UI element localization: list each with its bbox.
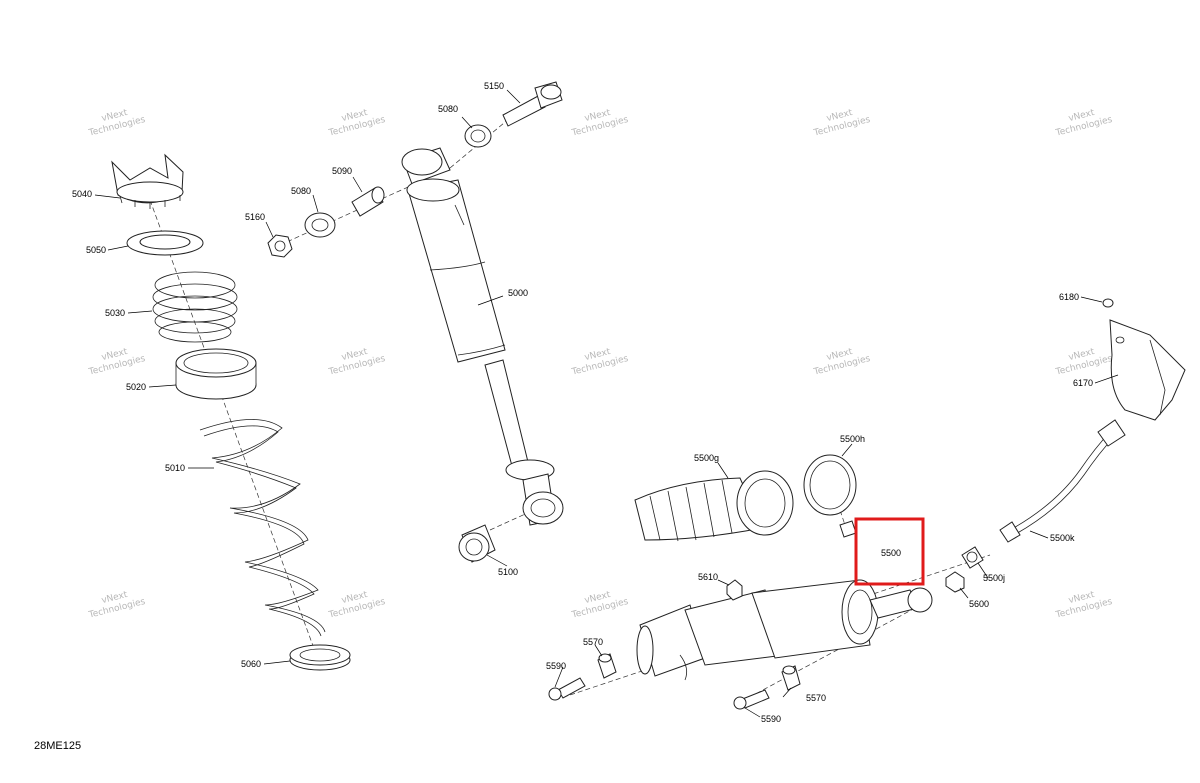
highlight-box-5500[interactable]	[854, 517, 925, 586]
sleeve-5090[interactable]	[351, 186, 385, 217]
callout-5570-left[interactable]: 5570	[583, 637, 603, 647]
callout-5080-top[interactable]: 5080	[438, 104, 458, 114]
callout-5090[interactable]: 5090	[332, 166, 352, 176]
callout-5100[interactable]: 5100	[498, 567, 518, 577]
callout-5590-right[interactable]: 5590	[761, 714, 781, 724]
bolt-5150[interactable]	[502, 81, 563, 127]
figure-code: 28ME125	[34, 740, 81, 752]
callout-5150[interactable]: 5150	[484, 81, 504, 91]
callout-6170[interactable]: 6170	[1073, 378, 1093, 388]
spring-retainer-5040[interactable]	[111, 153, 184, 209]
boot-5500g[interactable]	[634, 470, 794, 542]
bushing-5080-mid[interactable]	[304, 212, 336, 238]
nut-5610[interactable]	[726, 579, 743, 601]
bolt-5590-right[interactable]	[733, 689, 770, 710]
bushing-5100[interactable]	[458, 524, 496, 563]
callout-5590-left[interactable]: 5590	[546, 661, 566, 671]
retainer-5060[interactable]	[289, 644, 351, 671]
nut-5160[interactable]	[267, 234, 293, 258]
callout-5570-right[interactable]: 5570	[806, 693, 826, 703]
spring-5010[interactable]	[199, 419, 326, 637]
spring-5030[interactable]	[152, 271, 238, 343]
callout-5500[interactable]: 5500	[881, 548, 901, 558]
bushing-5080-top[interactable]	[464, 124, 492, 148]
callout-5080-mid[interactable]: 5080	[291, 186, 311, 196]
callout-5020[interactable]: 5020	[126, 382, 146, 392]
callout-5050[interactable]: 5050	[86, 245, 106, 255]
screw-6180[interactable]	[1102, 298, 1114, 308]
bolt-5590-left[interactable]	[548, 677, 586, 701]
callout-5500g[interactable]: 5500g	[694, 453, 719, 463]
callout-5610[interactable]: 5610	[698, 572, 718, 582]
fitting-5500j[interactable]	[961, 546, 984, 569]
callout-6180[interactable]: 6180	[1059, 292, 1079, 302]
bushing-5020[interactable]	[175, 348, 257, 400]
shock-absorber-5500[interactable]	[636, 579, 933, 681]
nut-5600[interactable]	[945, 571, 965, 593]
shock-absorber-5000[interactable]	[401, 147, 564, 526]
callout-5040[interactable]: 5040	[72, 189, 92, 199]
callout-5160[interactable]: 5160	[245, 212, 265, 222]
callout-5500j[interactable]: 5500j	[983, 573, 1005, 583]
callout-5060[interactable]: 5060	[241, 659, 261, 669]
washer-5050[interactable]	[126, 230, 204, 256]
callout-5500k[interactable]: 5500k	[1050, 533, 1075, 543]
bracket-6170[interactable]	[1109, 319, 1186, 421]
leader-lines	[94, 89, 1119, 718]
spacer-5570-right[interactable]	[781, 665, 801, 691]
callout-5010[interactable]: 5010	[165, 463, 185, 473]
callouts: 5150 5080 5090 5080 5160 5040 5050 5030 …	[72, 81, 1093, 724]
callout-5600[interactable]: 5600	[969, 599, 989, 609]
callout-5500h[interactable]: 5500h	[840, 434, 865, 444]
hose-5500k[interactable]	[999, 419, 1126, 543]
clamp-5500h[interactable]	[803, 454, 857, 538]
spacer-5570-left[interactable]	[597, 653, 617, 679]
callout-5030[interactable]: 5030	[105, 308, 125, 318]
callout-5000[interactable]: 5000	[508, 288, 528, 298]
